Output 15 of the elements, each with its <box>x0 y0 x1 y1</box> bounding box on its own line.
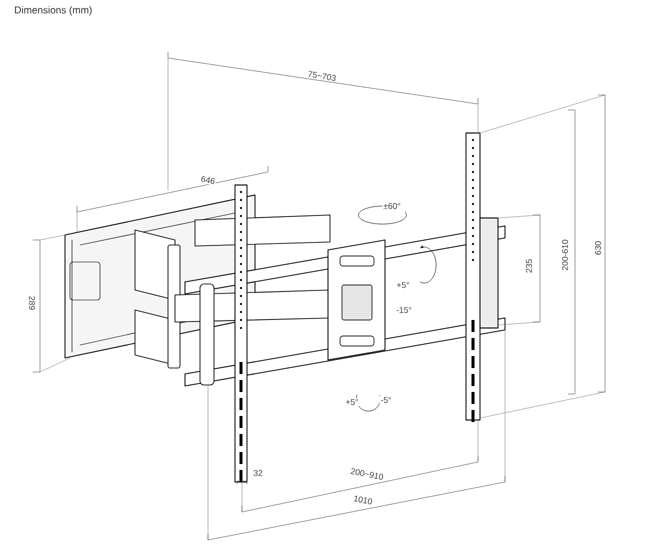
dimension-label: 200~910 <box>348 466 386 482</box>
title: Dimensions (mm) <box>15 6 92 16</box>
dimension-label: 32 <box>252 469 264 477</box>
angle-label: +5° <box>344 398 360 406</box>
angle-label: ±60° <box>382 202 402 210</box>
dimension-label: 235 <box>525 258 533 274</box>
angle-label: +5° <box>396 281 411 289</box>
angle-label: -15° <box>395 306 413 314</box>
dimension-label: 1010 <box>352 494 374 506</box>
dimension-label: 630 <box>594 240 602 256</box>
dimension-label: 289 <box>28 294 36 312</box>
dimension-label: 646 <box>199 174 217 186</box>
dimension-label: 75~703 <box>306 70 338 82</box>
angle-label: -5° <box>380 396 392 404</box>
dimension-label: 200-610 <box>561 238 569 272</box>
